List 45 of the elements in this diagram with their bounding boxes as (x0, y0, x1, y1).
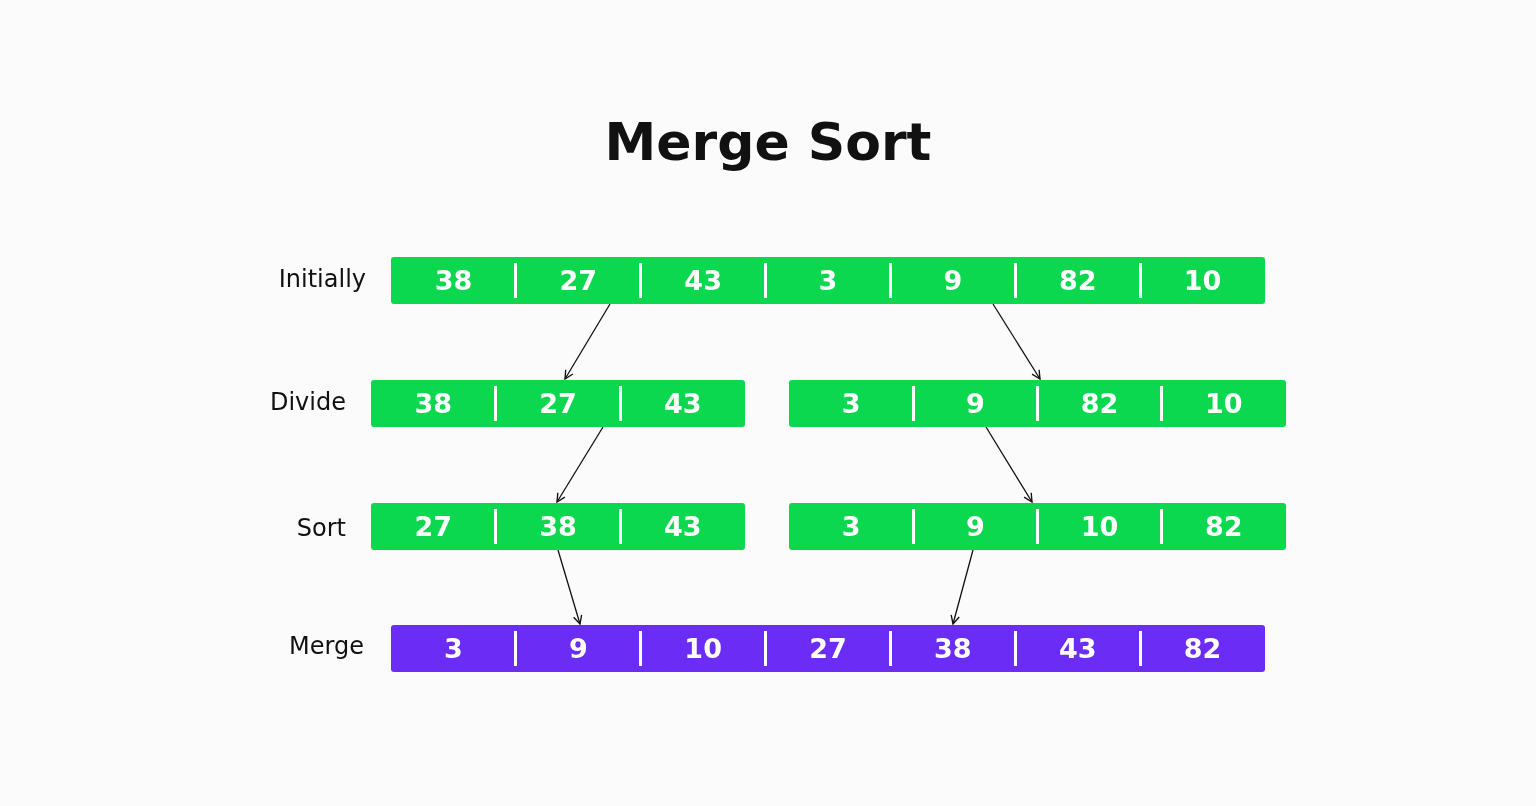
array-value: 9 (965, 388, 985, 419)
array-value: 82 (1183, 633, 1222, 664)
array-bar (371, 503, 745, 550)
row-label: Initially (277, 265, 366, 293)
array-value: 9 (568, 633, 588, 664)
array-value: 3 (841, 511, 861, 542)
row-label: Sort (295, 514, 346, 542)
row-label: Divide (268, 388, 346, 416)
array-value: 10 (684, 633, 722, 664)
array-bar (789, 503, 1286, 550)
arrow (556, 426, 604, 503)
array-value: 10 (1080, 511, 1119, 542)
row-label: Merge (288, 632, 364, 660)
array-value: 43 (663, 511, 702, 542)
array-value: 27 (414, 511, 453, 542)
arrow (564, 303, 611, 380)
arrow (985, 426, 1033, 503)
array-value: 82 (1058, 265, 1097, 296)
array-value: 3 (444, 633, 463, 664)
array-value: 38 (434, 265, 473, 296)
array-bar (391, 625, 1265, 672)
array-value: 38 (414, 388, 453, 419)
array-value: 10 (1205, 388, 1243, 419)
array-value: 43 (1058, 633, 1097, 664)
array-value: 27 (559, 265, 598, 296)
array-value: 3 (818, 265, 838, 296)
array-value: 27 (809, 633, 847, 664)
array-value: 82 (1080, 388, 1119, 419)
array-value: 38 (539, 511, 577, 542)
array-value: 43 (663, 388, 702, 419)
array-value: 27 (539, 388, 577, 419)
arrow (992, 303, 1041, 380)
array-bar (371, 380, 745, 427)
array-bar (391, 257, 1265, 304)
array-value: 43 (684, 265, 722, 296)
array-value: 38 (934, 633, 972, 664)
array-bar (789, 380, 1286, 427)
array-value: 3 (841, 388, 861, 419)
array-value: 82 (1205, 511, 1243, 542)
array-value: 9 (943, 265, 963, 296)
array-value: 9 (965, 511, 985, 542)
arrow (557, 549, 583, 625)
array-value: 10 (1183, 265, 1222, 296)
arrow (950, 549, 974, 625)
diagram-title: Merge Sort (603, 112, 933, 172)
